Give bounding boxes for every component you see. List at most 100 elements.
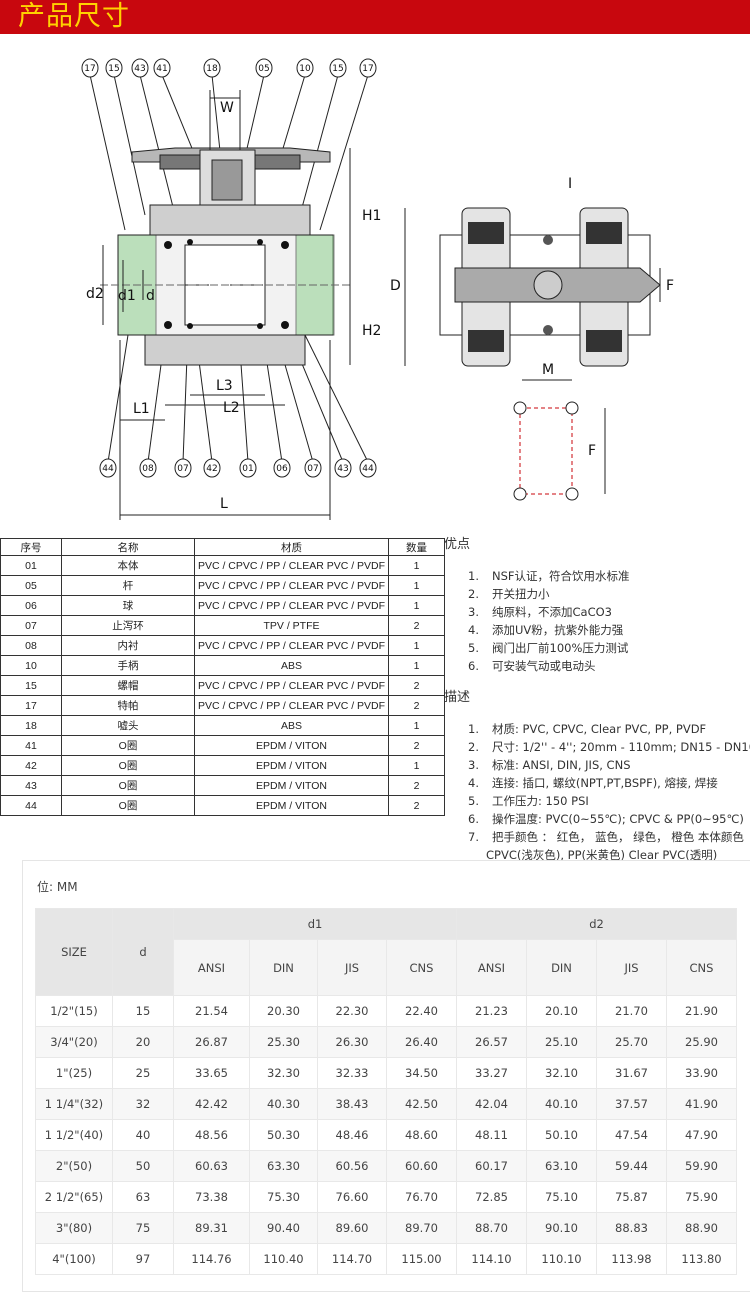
table-cell: 76.70 (386, 1181, 457, 1213)
table-cell: 50.30 (249, 1119, 318, 1151)
table-cell: 110.10 (526, 1243, 597, 1275)
table-cell: 89.31 (173, 1212, 250, 1244)
list-number: 4. (468, 776, 479, 790)
parts-cell: 1 (388, 635, 445, 656)
list-number: 3. (468, 758, 479, 772)
list-number: 3. (468, 605, 479, 619)
table-cell: 60.63 (173, 1150, 250, 1182)
table-cell: 89.70 (386, 1212, 457, 1244)
callout-top-label: 17 (362, 64, 373, 74)
list-number: 5. (468, 794, 479, 808)
parts-cell: 43 (0, 775, 62, 796)
table-cell: 3/4"(20) (35, 1026, 113, 1058)
col-standard: JIS (596, 939, 667, 996)
callout-top-circle (131, 58, 149, 78)
callout-top-label: 15 (332, 64, 343, 74)
parts-cell: 05 (0, 575, 62, 596)
list-item: 1.材质: PVC, CPVC, Clear PVC, PP, PVDF (444, 720, 750, 738)
dim-label-d1: d1 (118, 288, 136, 304)
col-group-d2: d2 (456, 908, 737, 940)
parts-cell: 2 (388, 795, 445, 816)
parts-cell: 嘘头 (61, 715, 195, 736)
col-material: 材质 (194, 538, 389, 556)
table-cell: 1 1/2"(40) (35, 1119, 113, 1151)
callout-top-label: 18 (206, 64, 218, 74)
table-cell: 1/2"(15) (35, 995, 113, 1027)
table-cell: 60.56 (317, 1150, 387, 1182)
dim-label-f: F (666, 278, 674, 294)
table-cell: 26.87 (173, 1026, 250, 1058)
col-standard: CNS (666, 939, 737, 996)
table-cell: 59.90 (666, 1150, 737, 1182)
list-item: 5.阀门出厂前100%压力测试 (444, 639, 630, 657)
parts-cell: 2 (388, 735, 445, 756)
list-number: 7. (468, 830, 479, 844)
callout-bottom-label: 44 (362, 464, 374, 474)
callout-top-circle (296, 58, 314, 78)
list-text: 标准: ANSI, DIN, JIS, CNS (492, 758, 631, 772)
callout-top-label: 43 (134, 64, 145, 74)
callout-bottom-label: 07 (177, 464, 188, 474)
col-standard: ANSI (456, 939, 527, 996)
list-text: CPVC(浅灰色), PP(米黄色) Clear PVC(透明) (486, 848, 718, 862)
table-cell: 32.30 (249, 1057, 318, 1089)
callout-bottom-circle (273, 458, 291, 478)
parts-cell: 1 (388, 755, 445, 776)
list-item: CPVC(浅灰色), PP(米黄色) Clear PVC(透明) (444, 846, 750, 864)
dim-label-l2: L2 (223, 400, 240, 416)
callout-top-circle (105, 58, 123, 78)
col-size: SIZE (35, 908, 113, 996)
parts-cell: 41 (0, 735, 62, 756)
list-text: 纯原料，不添加CaCO3 (492, 605, 612, 619)
table-cell: 113.80 (666, 1243, 737, 1275)
table-cell: 97 (112, 1243, 174, 1275)
advantages-title: 优点 (444, 537, 471, 552)
callout-top-label: 05 (258, 64, 269, 74)
dim-label-D: D (390, 278, 401, 294)
list-item: 2.开关扭力小 (444, 585, 630, 603)
parts-cell: ABS (194, 715, 389, 736)
table-cell: 22.40 (386, 995, 457, 1027)
table-cell: 42.04 (456, 1088, 527, 1120)
callout-bottom-circle (239, 458, 257, 478)
parts-cell: 本体 (61, 555, 195, 576)
callout-bottom-circle (334, 458, 352, 478)
table-cell: 63.30 (249, 1150, 318, 1182)
list-text: 开关扭力小 (492, 587, 550, 601)
parts-cell: 17 (0, 695, 62, 716)
table-cell: 21.90 (666, 995, 737, 1027)
parts-cell: 螺帽 (61, 675, 195, 696)
table-cell: 60.60 (386, 1150, 457, 1182)
col-standard: CNS (386, 939, 457, 996)
table-cell: 75.90 (666, 1181, 737, 1213)
table-cell: 40 (112, 1119, 174, 1151)
list-number: 5. (468, 641, 479, 655)
col-standard: DIN (249, 939, 318, 996)
table-cell: 26.57 (456, 1026, 527, 1058)
parts-cell: 杆 (61, 575, 195, 596)
list-text: 连接: 插口, 螺纹(NPT,PT,BSPF), 熔接, 焊接 (492, 776, 718, 790)
callout-top-circle (255, 58, 273, 78)
callout-bottom-label: 42 (206, 464, 217, 474)
table-cell: 20 (112, 1026, 174, 1058)
parts-cell: 2 (388, 675, 445, 696)
table-cell: 47.90 (666, 1119, 737, 1151)
table-cell: 40.30 (249, 1088, 318, 1120)
callout-bottom-label: 01 (242, 464, 253, 474)
dim-label-d2: d2 (86, 286, 104, 302)
table-cell: 42.42 (173, 1088, 250, 1120)
table-cell: 41.90 (666, 1088, 737, 1120)
